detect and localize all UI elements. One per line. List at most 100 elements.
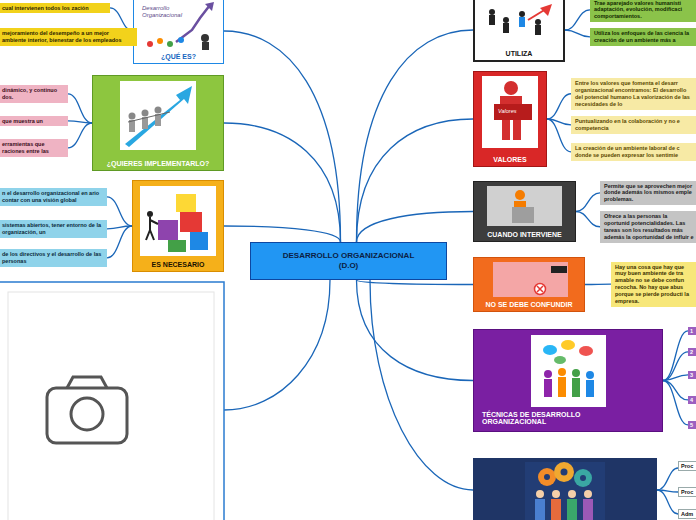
detail-box: de los directivos y el desarrollo de las…: [0, 249, 107, 267]
node-text: CUANDO INTERVIENE: [487, 231, 562, 238]
node-text: La creación de un ambiente laboral de c …: [575, 145, 694, 159]
detail-box: Proc: [678, 487, 696, 498]
node-text: Trae aparejado valores humanísti adaptac…: [594, 0, 694, 20]
picture-caption: Valores: [498, 108, 528, 114]
photo-panel-part: [8, 292, 214, 520]
branch-connector: [357, 212, 474, 243]
branch-connector: [357, 30, 474, 242]
node-text: mejoramiento del desempeño a un mejor am…: [2, 30, 133, 44]
branch-line-part: [657, 468, 678, 490]
gears-panel-part: [538, 468, 556, 486]
branch-connector: [357, 280, 474, 285]
gears-panel-part: [580, 475, 586, 481]
gears-panel-part: [568, 490, 576, 498]
central-topic: DESARROLLO ORGANIZACIONAL (D.O): [250, 242, 447, 280]
branch-connector: [107, 197, 132, 226]
number-box: 3: [688, 371, 696, 380]
gears-panel-part: [584, 490, 592, 498]
gears-panel-part: [544, 474, 550, 480]
branch-connector: [663, 381, 688, 400]
branch-line-part: [370, 280, 473, 490]
detail-box: Puntualizando en la colaboración y no e …: [571, 116, 696, 134]
gears-panel-part: [525, 462, 605, 520]
detail-box: cual intervienen todos los zación: [0, 3, 110, 14]
detail-box: Entre los valores que fomenta el desarr …: [571, 78, 696, 110]
node-text: Utiliza los enfoques de las ciencia la c…: [594, 30, 694, 44]
node-text: 1: [690, 328, 696, 335]
branch-connector: [224, 123, 341, 242]
branch-connector: [107, 226, 132, 258]
branch-connector: [68, 94, 92, 123]
node-text: n el desarrollo organizacional en ario c…: [2, 190, 103, 204]
branch-box: ¿QUIERES IMPLEMENTARLO?: [92, 75, 224, 171]
detail-box: Ofrece a las personas la oportunid poten…: [600, 211, 696, 243]
node-text: UTILIZA: [506, 50, 533, 57]
branch-connector: [68, 121, 92, 123]
branch-box: TÉCNICAS DE DESARROLLO ORGANIZACIONAL: [473, 329, 663, 432]
gears-panel-part: [554, 462, 574, 482]
node-text: sistemas abiertos, tener entorno de la o…: [2, 222, 103, 236]
gears-panel-part: [561, 469, 568, 476]
gears-panel-part: [583, 499, 593, 520]
node-text: Proc: [681, 463, 696, 470]
branch-box: ValoresVALORES: [473, 71, 547, 167]
branch-connector: [547, 94, 571, 119]
detail-box: sistemas abiertos, tener entorno de la o…: [0, 220, 107, 238]
branch-connector: [663, 352, 688, 381]
branch-connector: [357, 119, 474, 242]
gears-panel-part: [535, 499, 545, 520]
gears-panel-part: [567, 499, 577, 520]
gears-panel: [473, 458, 657, 520]
photo-panel-part: [47, 388, 127, 443]
branch-connector: [663, 375, 688, 381]
branch-line-part: [224, 280, 330, 410]
branch-box: CUANDO INTERVIENE: [473, 181, 576, 242]
node-text: NO SE DEBE CONFUNDIR: [485, 301, 572, 308]
detail-box: erramientas que raciones entre las: [0, 139, 68, 157]
branch-box: UTILIZA: [473, 0, 565, 62]
node-text: DESARROLLO ORGANIZACIONAL (D.O): [275, 251, 422, 270]
number-box: 1: [688, 327, 696, 336]
branch-connector: [585, 283, 611, 285]
node-text: que muestra un: [2, 118, 64, 125]
detail-box: Trae aparejado valores humanísti adaptac…: [590, 0, 696, 22]
branch-connector: [663, 381, 688, 425]
number-box: 5: [688, 421, 696, 430]
detail-box: Adm: [678, 509, 696, 520]
photo-panel-part: [67, 377, 107, 388]
detail-box: Proc: [678, 461, 696, 472]
node-text: de los directivos y el desarrollo de las…: [2, 251, 103, 265]
branch-connector: [663, 331, 688, 381]
detail-box: Hay una cosa que hay que muy buen ambien…: [611, 262, 696, 307]
node-text: dinámico, y continuo dos.: [2, 87, 64, 101]
branch-connector: [224, 226, 341, 242]
node-text: TÉCNICAS DE DESARROLLO ORGANIZACIONAL: [482, 411, 594, 425]
detail-box: Permite que se aprovechen mejor donde ad…: [600, 181, 696, 206]
branch-box: NO SE DEBE CONFUNDIR: [473, 257, 585, 312]
photo-panel-part: [71, 398, 103, 430]
node-text: 3: [690, 372, 696, 379]
branch-connector: [565, 10, 590, 30]
node-text: Puntualizando en la colaboración y no e …: [575, 118, 694, 132]
node-text: 5: [690, 422, 696, 429]
detail-box: La creación de un ambiente laboral de c …: [571, 143, 696, 161]
gears-panel-part: [473, 458, 657, 520]
branch-connector: [565, 30, 590, 37]
branch-line-part: [657, 490, 678, 514]
detail-box: dinámico, y continuo dos.: [0, 85, 68, 103]
number-box: 2: [688, 348, 696, 357]
node-text: ¿QUÉ ES?: [161, 53, 196, 60]
node-text: Proc: [681, 489, 696, 496]
node-text: erramientas que raciones entre las: [2, 141, 64, 155]
node-text: VALORES: [493, 156, 526, 163]
number-box: 4: [688, 396, 696, 405]
node-text: 4: [690, 397, 696, 404]
branch-box: Desarrollo Organizacional ¿QUÉ ES?: [133, 0, 224, 64]
node-text: Entre los valores que fomenta el desarr …: [575, 80, 694, 108]
gears-panel-part: [552, 490, 560, 498]
branch-connector: [357, 280, 474, 381]
picture-caption: Desarrollo Organizacional: [142, 5, 190, 19]
node-text: Adm: [681, 511, 696, 518]
